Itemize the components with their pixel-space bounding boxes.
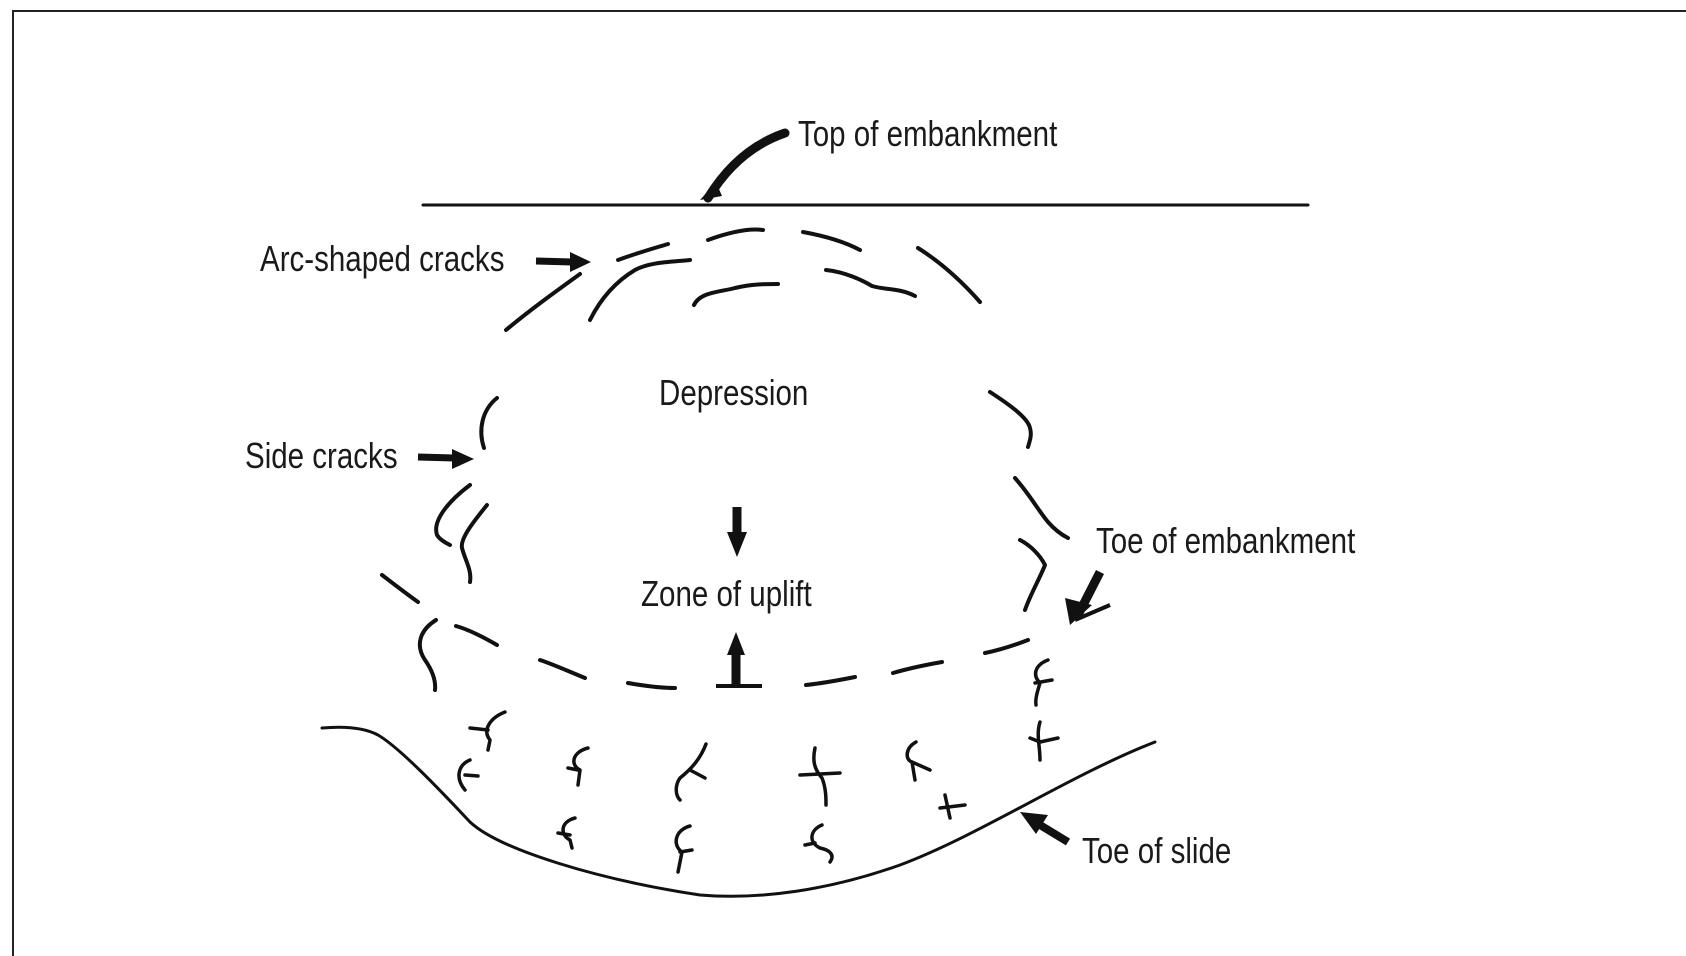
toe-of-slide-label: Toe of slide <box>1082 833 1231 869</box>
depression-label: Depression <box>659 375 808 411</box>
toe-cracks <box>459 660 1058 872</box>
arc-cracks-arrow <box>536 261 572 262</box>
uplift-boundary-dashes <box>456 626 1028 688</box>
toe-slide-arrow <box>1040 825 1068 842</box>
arc-shaped-cracks-label: Arc-shaped cracks <box>260 241 504 277</box>
side-cracks-left <box>382 398 497 690</box>
side-cracks-label: Side cracks <box>245 438 398 474</box>
zone-of-uplift-label: Zone of uplift <box>641 576 812 612</box>
arc-cracks-arrow-head <box>570 252 591 272</box>
depression-down-arrow-head <box>727 532 747 557</box>
toe-of-slide-curve <box>322 727 1155 896</box>
top-of-embankment-label: Top of embankment <box>798 116 1057 152</box>
arc-shaped-cracks <box>506 229 980 330</box>
top-arrow <box>708 133 785 198</box>
side-cracks-arrow-head <box>452 449 474 469</box>
side-cracks-arrow <box>418 457 454 458</box>
toe-of-embankment-label: Toe of embankment <box>1096 523 1355 559</box>
side-cracks-right <box>990 392 1068 610</box>
